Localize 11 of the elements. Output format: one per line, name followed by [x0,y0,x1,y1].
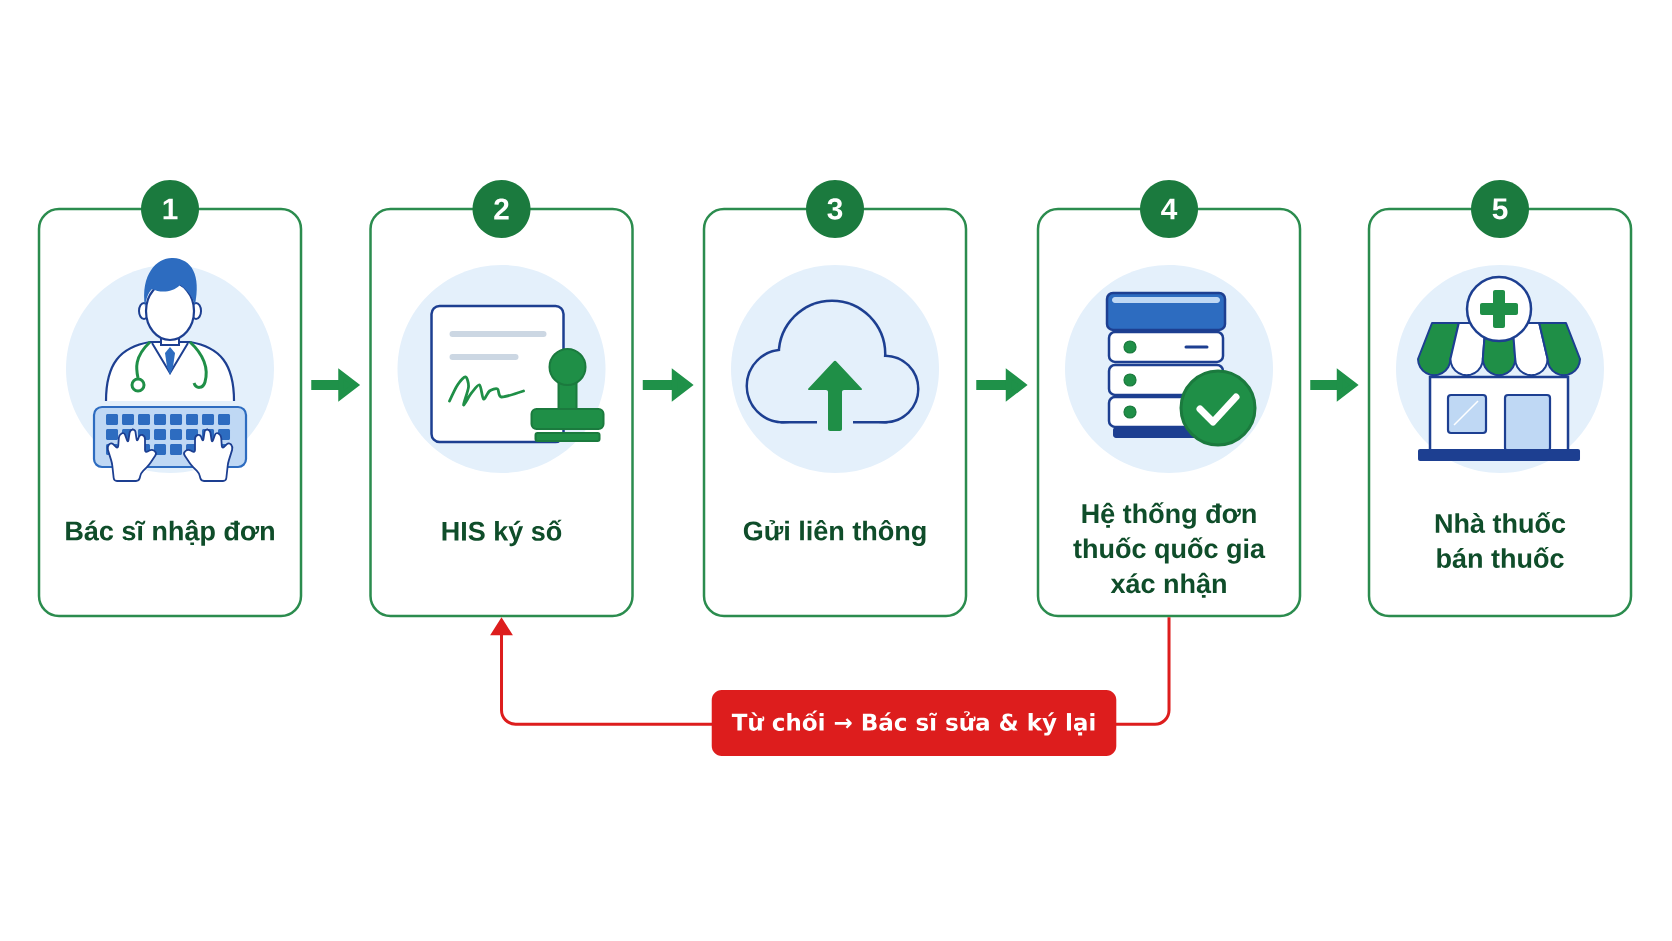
edge-label: Từ chối → Bác sĩ sửa & ký lại [711,690,1117,756]
step-title: Bác sĩ nhập đơn [66,520,274,546]
step-title: Gửi liên thông [743,520,926,546]
number-badge: 3 [806,180,864,238]
number-badge: 2 [472,180,531,238]
step-title: Nhà thuốc bán thuốc [1435,512,1566,568]
number-badge: 1 [141,180,199,238]
number-badge: 5 [1471,180,1529,238]
step-title: Hệ thống đơn thuốc quốc gia xác nhận [1073,502,1266,598]
step-title: HIS ký số [442,519,562,547]
number-badge: 4 [1140,180,1198,238]
